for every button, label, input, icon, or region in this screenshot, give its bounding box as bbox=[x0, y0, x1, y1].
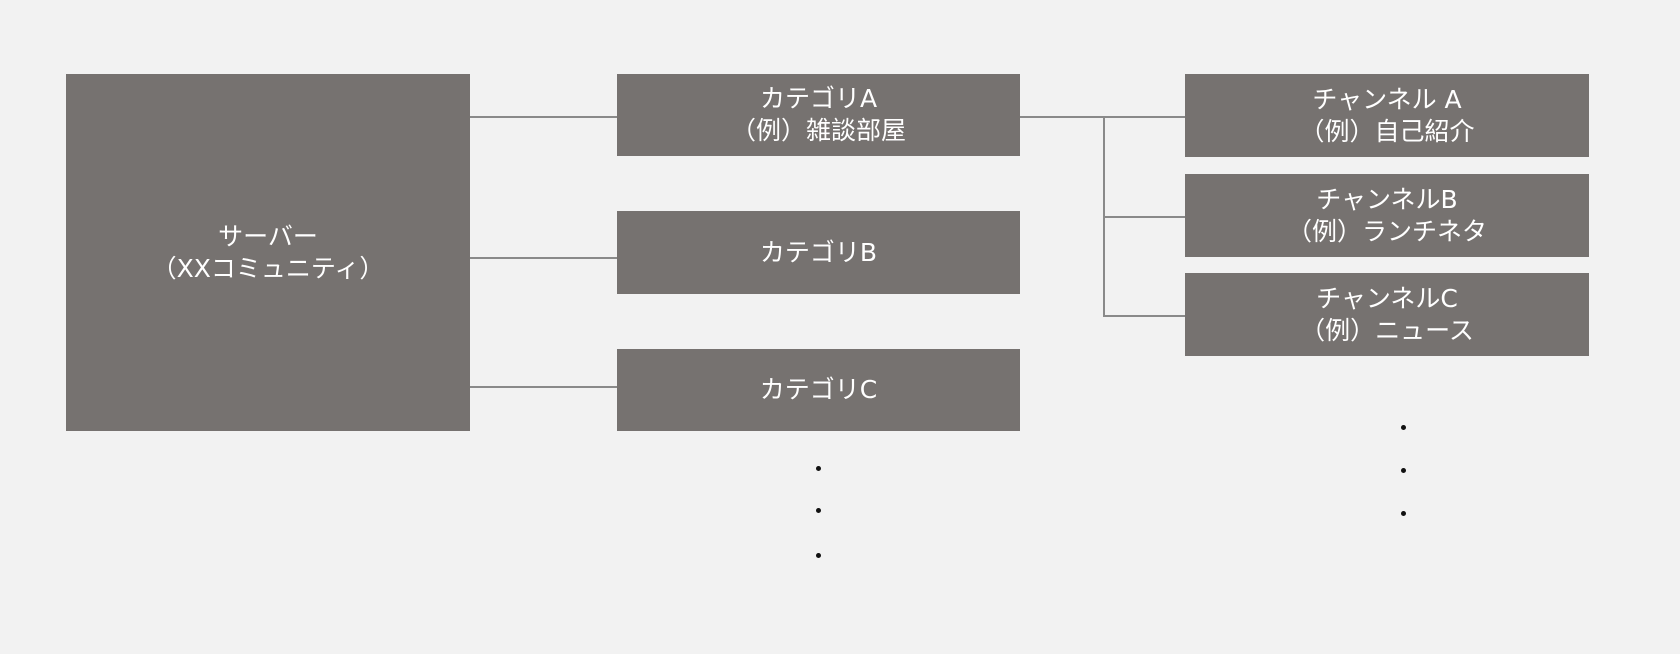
category-ellipsis-dot-2 bbox=[816, 508, 821, 513]
channel-ellipsis-dot-1 bbox=[1401, 425, 1406, 430]
channel-box-c: チャンネルC （例）ニュース bbox=[1185, 273, 1589, 356]
category-a-title: カテゴリA bbox=[759, 84, 878, 113]
connector-trunk-channel-c bbox=[1103, 315, 1185, 317]
category-box-c: カテゴリC bbox=[617, 349, 1020, 431]
category-ellipsis-dot-3 bbox=[816, 553, 821, 558]
channel-a-title: チャンネル A bbox=[1312, 84, 1462, 114]
channel-c-title: チャンネルC bbox=[1316, 283, 1458, 313]
server-subtitle: （XXコミュニティ） bbox=[151, 253, 385, 283]
category-box-a: カテゴリA （例）雑談部屋 bbox=[617, 74, 1020, 156]
connector-server-category-a bbox=[470, 116, 617, 118]
category-c-title: カテゴリC bbox=[759, 375, 878, 404]
channel-box-b: チャンネルB （例）ランチネタ bbox=[1185, 174, 1589, 257]
channel-box-a: チャンネル A （例）自己紹介 bbox=[1185, 74, 1589, 157]
category-ellipsis-dot-1 bbox=[816, 466, 821, 471]
connector-server-category-b bbox=[470, 257, 617, 259]
category-box-b: カテゴリB bbox=[617, 211, 1020, 294]
category-b-title: カテゴリB bbox=[759, 237, 878, 267]
channel-ellipsis-dot-2 bbox=[1401, 468, 1406, 473]
server-box: サーバー （XXコミュニティ） bbox=[66, 74, 470, 431]
connector-server-category-c bbox=[470, 386, 617, 388]
channel-b-example: （例）ランチネタ bbox=[1286, 216, 1487, 246]
server-title: サーバー bbox=[218, 221, 318, 251]
category-a-example: （例）雑談部屋 bbox=[730, 116, 906, 145]
channel-c-example: （例）ニュース bbox=[1300, 315, 1474, 345]
channel-a-example: （例）自己紹介 bbox=[1299, 116, 1475, 146]
channel-b-title: チャンネルB bbox=[1316, 184, 1458, 214]
connector-trunk-channel-b bbox=[1103, 216, 1185, 218]
channel-ellipsis-dot-3 bbox=[1401, 511, 1406, 516]
connector-category-a-channel-a bbox=[1020, 116, 1185, 118]
